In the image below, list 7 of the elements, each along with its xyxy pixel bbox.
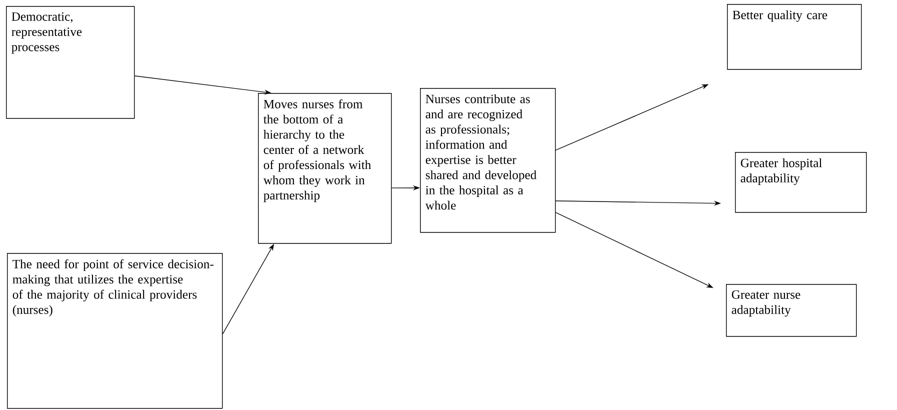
text-box: Democratic, representative processes [6,6,135,119]
text-box: Better quality care [727,4,862,70]
text-box: Moves nurses from the bottom of a hierarchy to the center of a network of professionals with whom they work in partnership [258,93,392,244]
text-box: Nurses contribute as and are recognized as professionals; information and expertise is better shared and developed in the hospital as a whole [420,88,556,233]
text-box: Greater hospital adaptability [735,152,867,213]
text-box: Greater nurse adaptability [726,284,857,337]
text-box: The need for point of service decision-making that utilizes the expertise of the majority of clinical providers (nurses) [7,253,223,409]
